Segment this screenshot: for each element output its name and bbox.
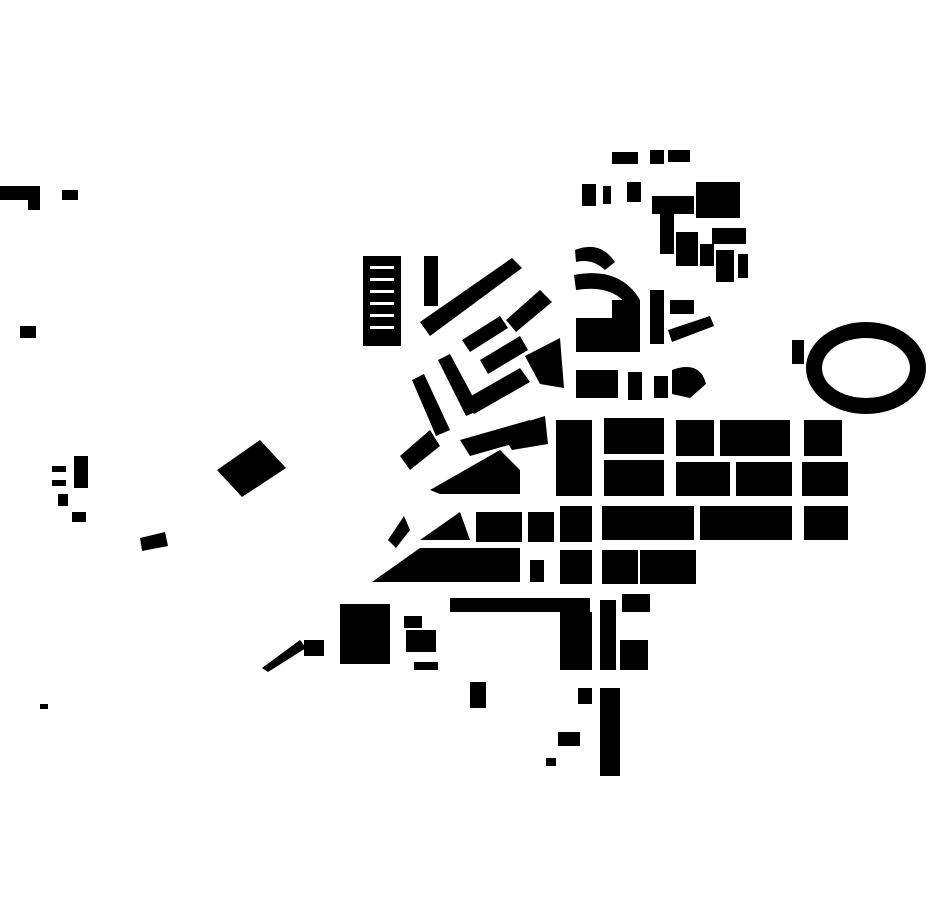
building [578,688,592,704]
building [650,290,664,344]
building [700,506,792,540]
building [372,548,520,582]
building [412,374,450,436]
building [792,340,804,364]
building [802,462,848,496]
building [28,186,40,210]
building [72,512,86,522]
building [462,316,508,352]
building [600,600,616,670]
building [525,338,564,388]
building [627,182,641,202]
parking-stripes [370,266,394,329]
building [52,466,66,472]
building [450,598,590,612]
building [620,640,648,670]
building [556,420,592,496]
building [420,258,522,336]
building [20,326,36,338]
building [600,688,620,776]
building [560,550,592,584]
building [217,440,286,497]
building [603,186,611,204]
building [804,420,842,456]
building [470,682,486,708]
building [420,512,470,540]
building [476,512,522,542]
stadium-field [822,338,910,398]
building [612,152,638,164]
building [612,300,640,352]
building [640,550,696,584]
building [576,370,618,398]
building [654,376,668,398]
building [700,244,714,266]
building [546,758,556,766]
building [404,616,422,628]
building [424,256,438,306]
building [262,640,306,672]
building [602,550,638,584]
building [652,196,694,214]
building [560,612,592,670]
building [528,512,554,542]
building [720,420,790,456]
building [696,182,740,218]
building [340,604,390,664]
building [414,662,438,670]
building [506,290,552,332]
building [558,732,580,746]
building [676,232,698,266]
building [650,150,664,164]
buildings [0,150,926,776]
building [363,256,401,346]
building [604,418,664,454]
building [676,462,730,496]
building [500,416,548,450]
building [576,318,612,352]
building [604,460,664,496]
building [430,450,520,494]
building [676,420,714,456]
building [804,506,848,540]
building [406,630,436,652]
building [622,594,650,612]
building [736,462,792,496]
building [58,494,68,506]
building [582,184,596,206]
building [668,150,690,162]
building [400,430,440,470]
building [602,506,694,540]
building [74,456,88,488]
building [480,336,528,374]
building [575,246,615,270]
building [716,250,734,282]
building [672,367,706,398]
building [670,300,694,314]
building [530,560,544,582]
building [304,640,324,656]
building [62,190,78,200]
building [712,228,746,244]
building [140,532,168,551]
building [464,368,530,414]
building [388,516,410,548]
building [40,704,48,709]
building [628,372,642,400]
building [668,316,714,342]
building [560,506,592,542]
building [52,480,66,486]
building [574,273,640,306]
building [738,254,748,278]
building [660,214,674,254]
